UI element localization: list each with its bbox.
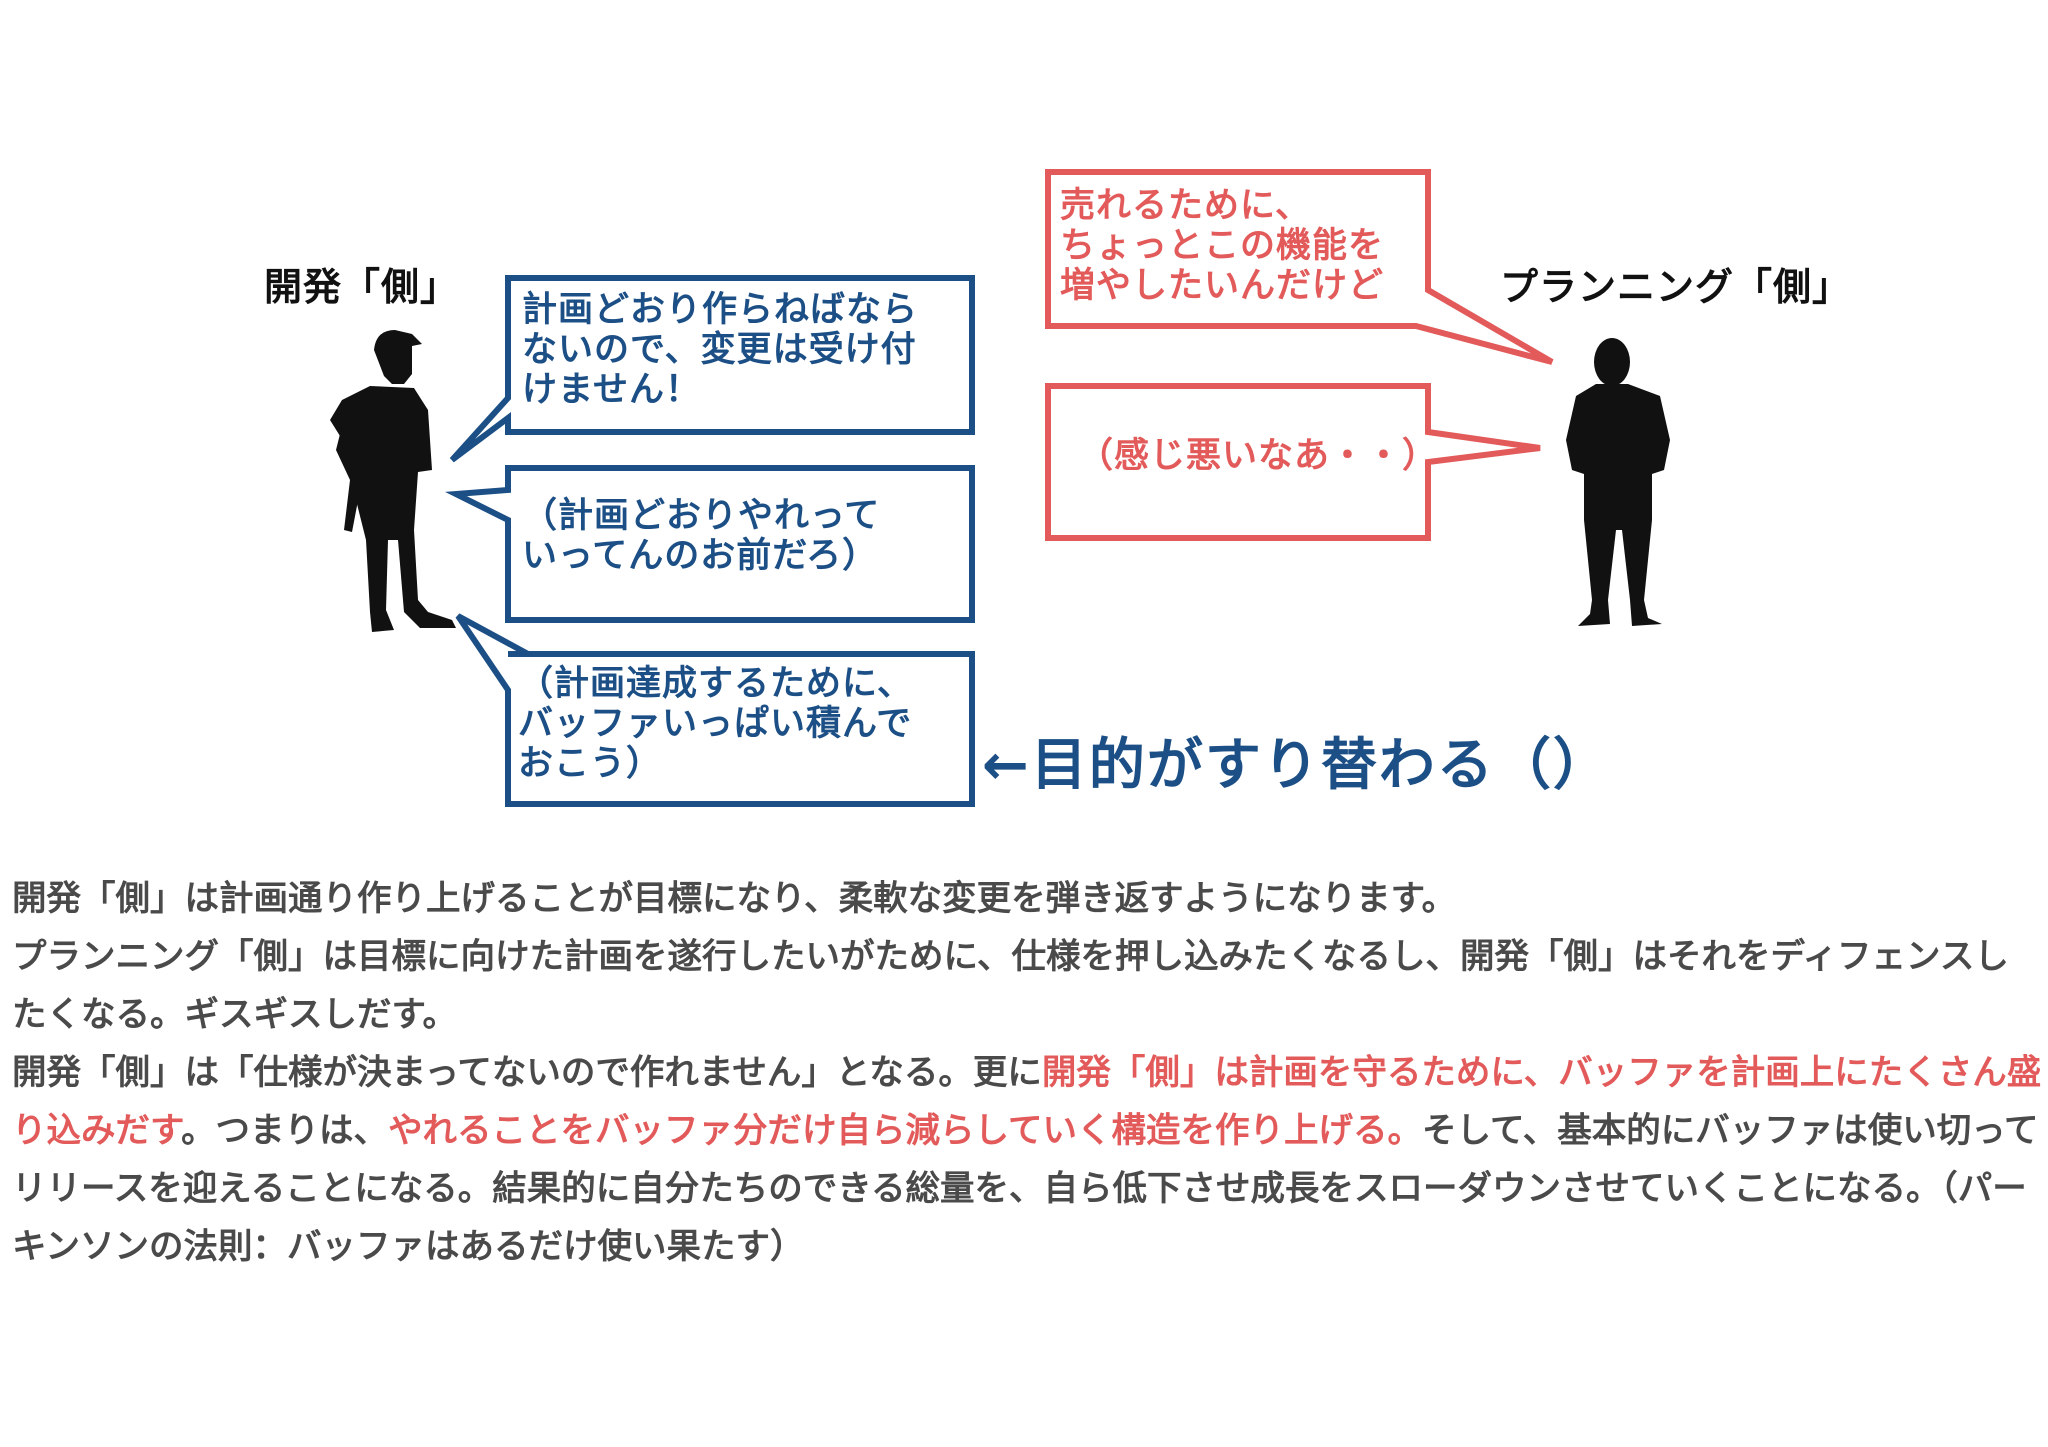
- paragraph-1: 開発「側」は計画通り作り上げることが目標になり、柔軟な変更を弾き返すようになりま…: [12, 870, 2042, 928]
- plan-speech-bubble-2: [1045, 383, 1541, 541]
- highlighted-text: やれることをバッファ分だけ自ら減らしていく構造を作り上げる。: [388, 1111, 1423, 1151]
- conflict-diagram: 開発「側」 プランニング「側」 計画どおり作らねばなら ないので、変更は受け付 …: [264, 169, 1852, 807]
- text-segment: 開発「側」は「仕様が決まってないので作れません」となる。更に: [12, 1053, 1042, 1093]
- plan-bubble-2-text: （感じ悪いなあ・・）: [1078, 436, 1439, 476]
- dev-speech-bubble-3: [455, 613, 975, 807]
- plan-speech-bubble-1: [1045, 169, 1554, 365]
- dev-speech-bubble-2: [444, 465, 975, 623]
- text-segment: そして、基本的にバッファは使い切ってリリースを迎えることになる。結果的に自分たち…: [12, 1111, 2039, 1267]
- dev-bubble-2-text: （計画どおりやれって いってんのお前だろ）: [522, 496, 881, 576]
- plan-bubble-1-text: 売れるために、 ちょっとこの機能を 増やしたいんだけど: [1060, 186, 1385, 306]
- text-segment: 。つまりは、: [181, 1111, 389, 1151]
- planning-side-label: プランニング「側」: [1500, 265, 1852, 309]
- businessman-silhouette-icon: [1566, 338, 1670, 626]
- dev-bubble-3-text: （計画達成するために、 バッファいっぱい積んで おこう）: [518, 664, 913, 784]
- purpose-shift-note: ←目的がすり替わる（）: [982, 733, 1611, 798]
- paragraph-3: 開発「側」は「仕様が決まってないので作れません」となる。更に開発「側」は計画を守…: [12, 1044, 2042, 1276]
- explanation-text: 開発「側」は計画通り作り上げることが目標になり、柔軟な変更を弾き返すようになりま…: [12, 870, 2042, 1276]
- dev-side-label: 開発「側」: [264, 265, 460, 309]
- diagram-graphics: [330, 169, 1670, 807]
- text-segment: 開発「側」は計画通り作り上げることが目標になり、柔軟な変更を弾き返すようになりま…: [12, 879, 1457, 919]
- dev-speech-bubble-1: [449, 275, 975, 463]
- highlighted-text: 開発「側」は計画を守るために、バッファを計画上にたくさん盛り込みだす: [12, 1053, 2042, 1151]
- text-segment: プランニング「側」は目標に向けた計画を遂行したいがために、仕様を押し込みたくなる…: [12, 937, 2009, 1035]
- dev-bubble-1-text: 計画どおり作らねばなら ないので、変更は受け付 けません！: [522, 290, 919, 410]
- paragraph-2: プランニング「側」は目標に向けた計画を遂行したいがために、仕様を押し込みたくなる…: [12, 928, 2042, 1044]
- worker-silhouette-icon: [330, 330, 456, 632]
